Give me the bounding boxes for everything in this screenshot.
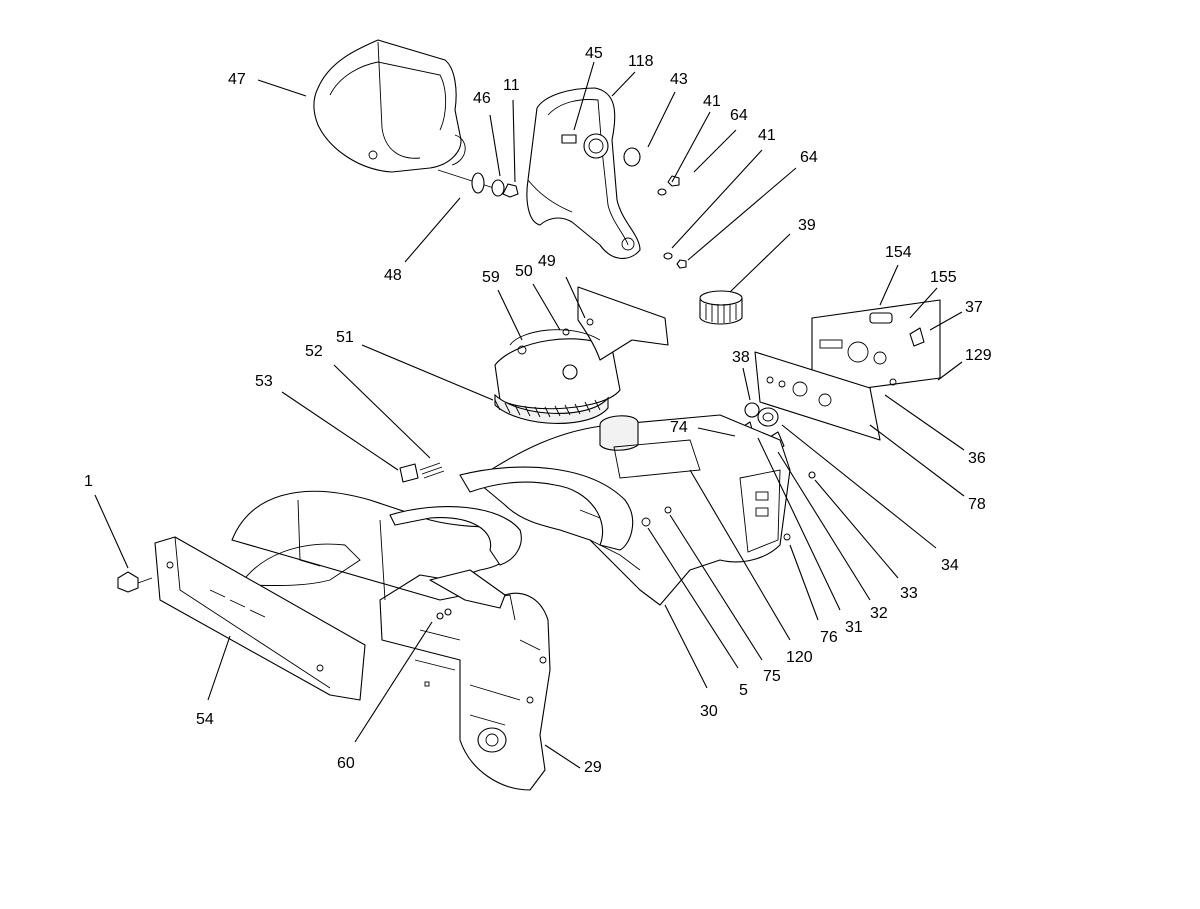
callout-labels: 47 46 11 45 118 43 41 64 41 64 39 48 59 … [84, 45, 992, 776]
callout-49: 49 [538, 253, 556, 270]
callout-52: 52 [305, 343, 323, 360]
callout-76: 76 [820, 629, 838, 646]
callout-41a: 41 [703, 93, 721, 110]
belt-hardware [389, 462, 634, 566]
callout-118: 118 [628, 53, 654, 70]
scraper-bar-part [154, 536, 366, 701]
callout-64a: 64 [730, 107, 748, 124]
callout-59: 59 [482, 269, 500, 286]
callout-51: 51 [336, 329, 354, 346]
main-housing-part [474, 414, 791, 606]
callout-48: 48 [384, 267, 402, 284]
auger-housing-part [231, 490, 551, 791]
control-panel-part [754, 299, 941, 441]
chute-ring-part [494, 286, 669, 424]
callout-33: 33 [900, 585, 918, 602]
callout-47: 47 [228, 71, 246, 88]
callout-36: 36 [968, 450, 986, 467]
callout-154: 154 [885, 244, 912, 261]
callout-75: 75 [763, 668, 781, 685]
callout-46: 46 [473, 90, 491, 107]
callout-120: 120 [786, 649, 813, 666]
leader-lines [94, 61, 965, 769]
callout-39: 39 [798, 217, 816, 234]
callout-11: 11 [503, 77, 520, 94]
callout-41b: 41 [758, 127, 776, 144]
callout-54: 54 [196, 711, 214, 728]
callout-32: 32 [870, 605, 888, 622]
callout-29: 29 [584, 759, 602, 776]
deflector-hardware [437, 169, 519, 198]
callout-64b: 64 [800, 149, 818, 166]
callout-60: 60 [337, 755, 355, 772]
callout-78: 78 [968, 496, 986, 513]
callout-129: 129 [965, 347, 992, 364]
fuel-cap-part [699, 290, 743, 325]
callout-50: 50 [515, 263, 533, 280]
callout-74: 74 [670, 419, 688, 436]
callout-53: 53 [255, 373, 273, 390]
callout-38: 38 [732, 349, 750, 366]
callout-5: 5 [739, 682, 748, 699]
callout-155: 155 [930, 269, 957, 286]
callout-1: 1 [84, 473, 93, 490]
callout-34: 34 [941, 557, 959, 574]
callout-30: 30 [700, 703, 718, 720]
chute-deflector-part [313, 39, 466, 173]
callout-31: 31 [845, 619, 863, 636]
discharge-chute-part [526, 87, 687, 269]
callout-37: 37 [965, 299, 983, 316]
callout-45: 45 [585, 45, 603, 62]
callout-43: 43 [670, 71, 688, 88]
bolt-part [117, 571, 153, 593]
